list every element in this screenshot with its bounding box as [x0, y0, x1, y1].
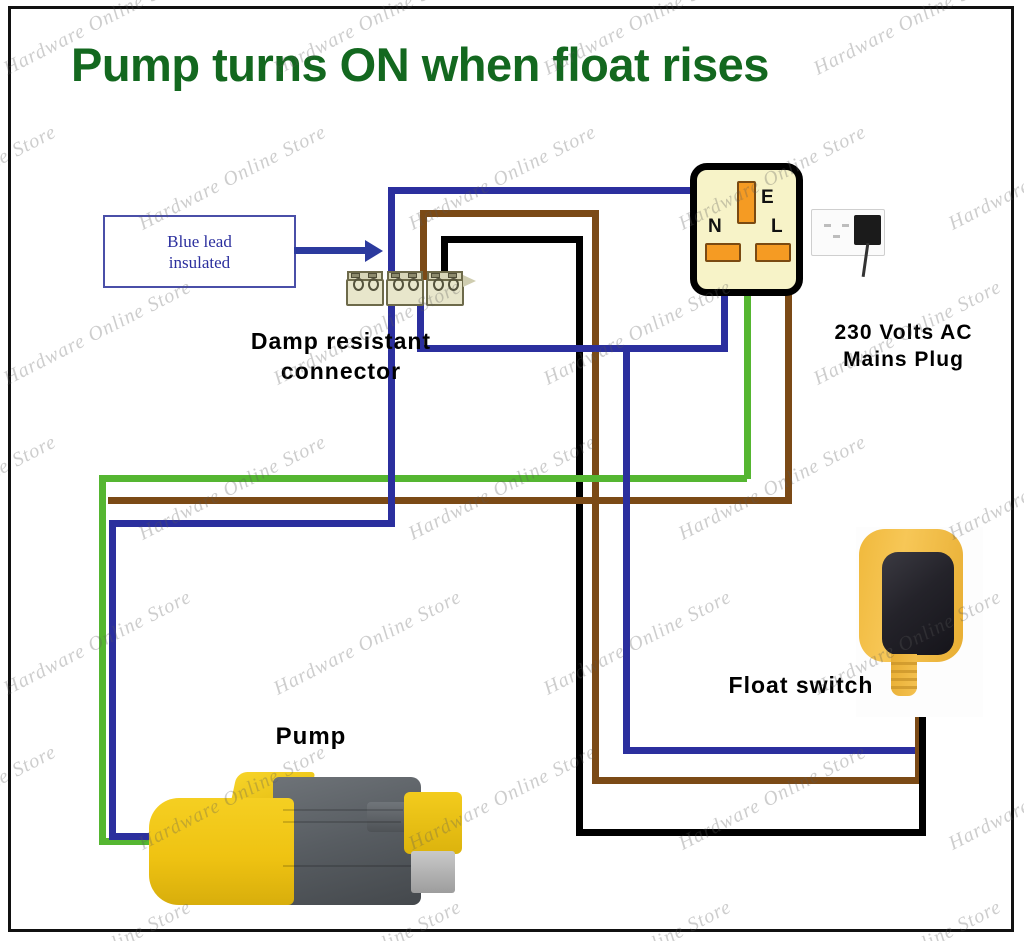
wire-blue-float-run [623, 747, 922, 754]
socket-hole-2 [842, 224, 849, 227]
callout-arrow-line [294, 247, 367, 254]
strain-relief-rib-2 [891, 670, 917, 673]
wire-black-top-run [441, 236, 583, 243]
plug-label-line-2: Mains Plug [843, 348, 964, 372]
mains-plug-label: 230 Volts AC Mains Plug [796, 319, 1011, 374]
pump-ridge-2 [283, 821, 401, 823]
connector-side-face [463, 275, 476, 287]
wire-black-float-riser [919, 699, 926, 833]
connector-label-line-2: connector [280, 357, 402, 384]
strain-relief-rib-4 [891, 686, 917, 689]
wire-brown-long-run [108, 497, 792, 504]
float-switch-strain-relief [891, 654, 917, 696]
wire-green-earth-drop [744, 214, 751, 479]
damp-resistant-connector[interactable] [346, 271, 476, 307]
pump-motor-housing[interactable] [273, 777, 421, 905]
wire-brown-float-drop [592, 497, 599, 780]
pump-label: Pump [275, 723, 347, 750]
wire-blue-top-run [388, 187, 728, 194]
pump-ridge-1 [283, 809, 403, 811]
plug-pin-live [755, 243, 791, 262]
connector-eye-2 [368, 278, 379, 291]
wire-blue-mid-run [417, 345, 728, 352]
connector-label: Damp resistant connector [176, 327, 506, 387]
wire-blue-lower-run [109, 520, 395, 527]
callout-line-1: Blue lead [167, 232, 232, 251]
wire-blue-float-drop [623, 345, 630, 750]
connector-top-2 [387, 271, 423, 281]
wire-blue-pump-riser [109, 520, 116, 840]
wire-brown-riser [420, 210, 427, 280]
plug-label-neutral: N [708, 216, 722, 237]
connector-top-3 [427, 271, 463, 281]
plug-label-live: L [771, 216, 783, 237]
plug-label-earth: E [761, 187, 774, 208]
wire-green-to-pump [99, 475, 106, 845]
strain-relief-rib-1 [891, 662, 917, 665]
plug-pin-neutral [705, 243, 741, 262]
connector-screw-3 [391, 273, 400, 278]
plug-pin-earth [737, 181, 756, 224]
plug-label-line-1: 230 Volts AC [834, 321, 973, 344]
pump-outlet-sleeve [411, 851, 455, 893]
connector-eye-4 [408, 278, 419, 291]
float-switch-label: Float switch [728, 672, 874, 698]
connector-screw-4 [408, 273, 417, 278]
socket-hole-3 [833, 235, 840, 238]
socket-hole-1 [824, 224, 831, 227]
connector-screw-1 [351, 273, 360, 278]
wiring-diagram: Pump turns ON when float rises [11, 9, 1011, 929]
wire-blue-left-riser [388, 187, 395, 279]
connector-top-1 [347, 271, 383, 281]
wire-blue-connector-left-drop [388, 305, 395, 527]
float-switch-face [882, 552, 954, 655]
pump-yellow-shroud [149, 798, 294, 905]
connector-screw-2 [368, 273, 377, 278]
connector-screw-6 [448, 273, 457, 278]
wire-blue-pump-tail [109, 833, 175, 840]
wire-green-long-run [99, 475, 747, 482]
connector-cell-2 [386, 279, 424, 306]
wire-black-riser [441, 236, 448, 284]
blue-lead-callout: Blue lead insulated [103, 215, 296, 288]
wire-blue-plug-right-drop [721, 257, 728, 352]
strain-relief-rib-3 [891, 678, 917, 681]
wire-brown-float-riser [915, 709, 922, 781]
pump-outlet-cap [404, 792, 462, 854]
diagram-border: Pump turns ON when float rises [8, 6, 1014, 932]
wire-blue-connector-right-drop [417, 291, 424, 349]
connector-eye-3 [393, 278, 404, 291]
wire-brown-plug-live-drop [785, 257, 792, 504]
wire-black-main-drop [576, 236, 583, 836]
socket-plug-body [854, 215, 881, 245]
page-title: Pump turns ON when float rises [71, 38, 769, 91]
connector-eye-6 [448, 278, 459, 291]
wire-brown-down-to-split [592, 210, 599, 510]
connector-screw-5 [431, 273, 440, 278]
wire-green-pump-tail [99, 838, 167, 845]
pump-ridge-3 [283, 865, 411, 867]
wire-brown-top-run [420, 210, 592, 217]
connector-label-line-1: Damp resistant [250, 328, 432, 354]
wire-brown-float-run [592, 777, 922, 784]
connector-eye-5 [433, 278, 444, 291]
callout-arrow-head [365, 240, 383, 262]
wire-black-bottom-run [576, 829, 926, 836]
connector-eye-1 [353, 278, 364, 291]
callout-line-2: insulated [168, 253, 231, 273]
